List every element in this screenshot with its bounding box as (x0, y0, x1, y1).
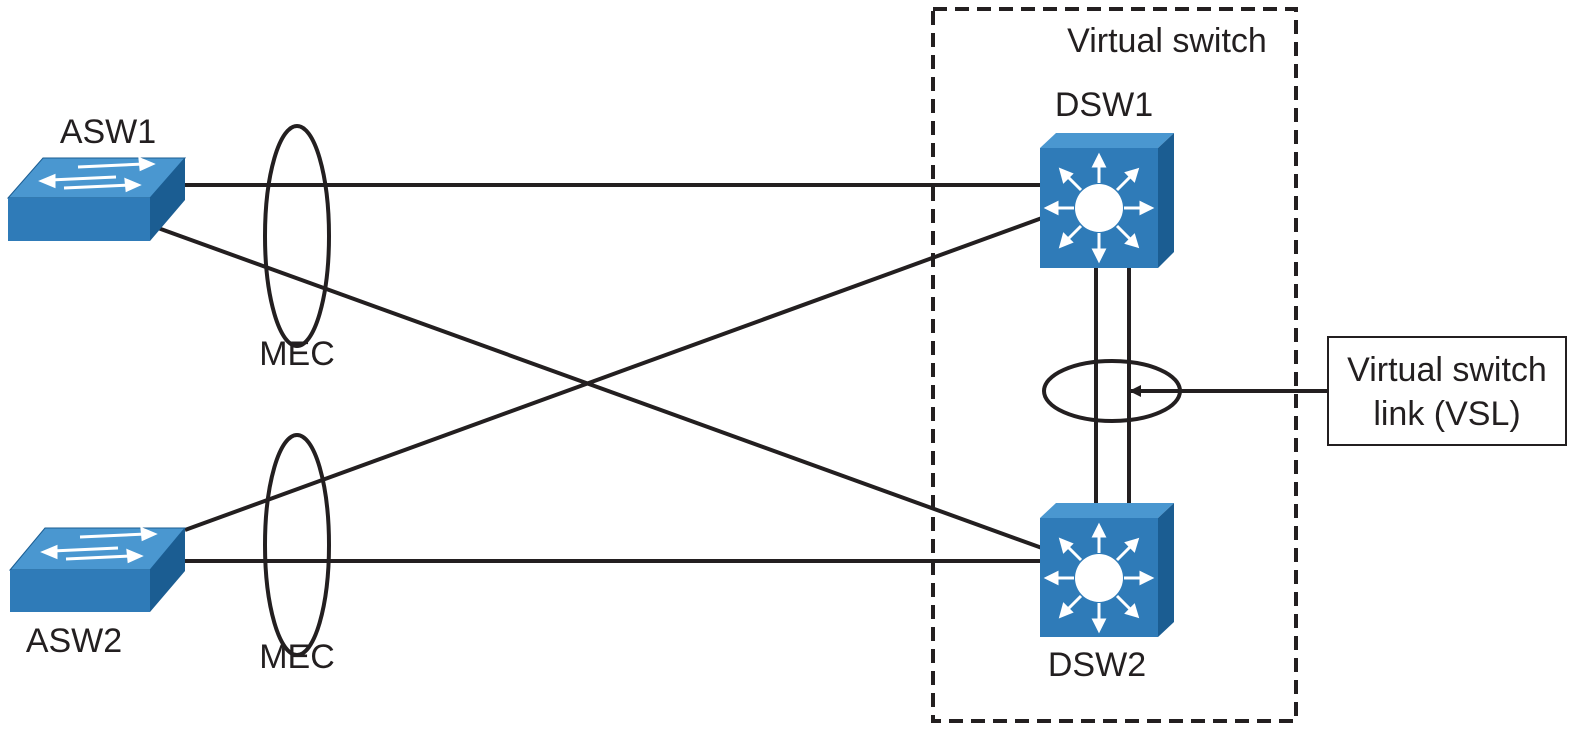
layer2-switch-icon (8, 526, 187, 612)
mec-top-ellipse (263, 124, 331, 348)
multilayer-switch-icon (1040, 133, 1174, 268)
mec-bottom-label: MEC (259, 638, 335, 676)
multilayer-switch-icon (1040, 503, 1174, 637)
virtual-switch-boundary (931, 7, 1298, 723)
mec-bottom-ellipse (263, 433, 331, 657)
vsl-callout-box (1327, 336, 1567, 446)
dsw1-switch (1040, 133, 1174, 268)
dsw1-label: DSW1 (1055, 86, 1153, 124)
vsl-callout-line1: Virtual switch (1347, 351, 1547, 389)
dsw2-label: DSW2 (1048, 646, 1146, 684)
link-asw2-dsw1 (184, 216, 1043, 532)
mec-top-label: MEC (259, 335, 335, 373)
dsw2-switch (1040, 503, 1174, 637)
asw1-switch (6, 156, 187, 241)
virtual-switch-label: Virtual switch (1067, 22, 1267, 60)
asw1-label: ASW1 (60, 113, 156, 151)
layer2-switch-icon (6, 156, 187, 241)
asw2-label: ASW2 (26, 622, 122, 660)
asw2-switch (8, 526, 187, 612)
vsl-callout-line2: link (VSL) (1373, 395, 1520, 433)
link-asw1-dsw2 (157, 226, 1043, 550)
